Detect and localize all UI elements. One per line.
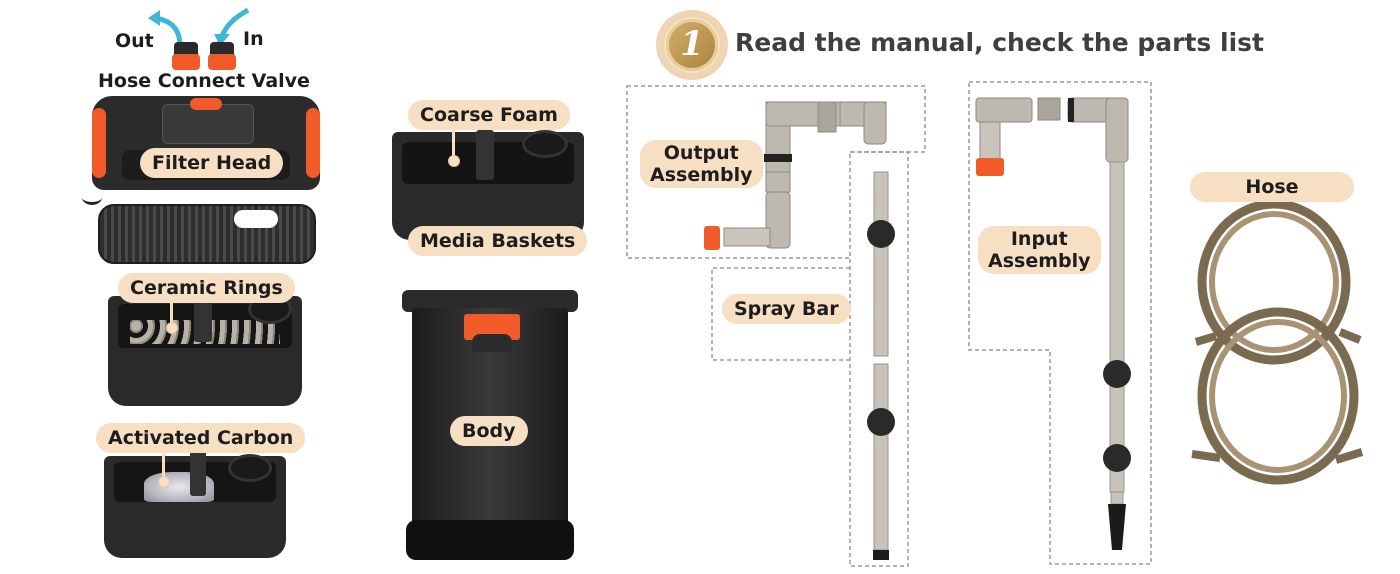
flow-in-arrow-icon bbox=[214, 7, 250, 46]
step-title: Read the manual, check the parts list bbox=[735, 28, 1264, 57]
in-label: In bbox=[243, 28, 264, 50]
ceramic-rings-pointer bbox=[170, 300, 173, 324]
activated-carbon-basket bbox=[104, 446, 286, 558]
hose-label: Hose bbox=[1190, 172, 1354, 202]
hose-coils bbox=[1191, 199, 1364, 485]
activated-carbon-label: Activated Carbon bbox=[96, 423, 306, 453]
flow-out-arrow-icon bbox=[148, 10, 183, 47]
spray-bar-label: Spray Bar bbox=[722, 294, 851, 324]
ceramic-rings-dot bbox=[166, 322, 178, 334]
body-label: Body bbox=[450, 416, 528, 446]
input-assembly bbox=[975, 97, 1131, 550]
output-assembly-label-line2: Assembly bbox=[650, 164, 753, 186]
activated-carbon-pointer bbox=[162, 451, 165, 479]
coarse-foam-label: Coarse Foam bbox=[408, 100, 570, 130]
ceramic-rings-basket bbox=[108, 290, 302, 406]
media-baskets-label: Media Baskets bbox=[408, 226, 588, 256]
output-assembly-label: Output Assembly bbox=[640, 140, 763, 188]
filter-head-handle bbox=[190, 98, 222, 110]
input-assembly-label: Input Assembly bbox=[978, 226, 1101, 274]
input-assembly-label-line1: Input bbox=[1010, 228, 1068, 250]
step-badge-icon: 1 bbox=[656, 10, 728, 80]
ceramic-rings-label: Ceramic Rings bbox=[118, 273, 295, 303]
power-cord bbox=[82, 190, 102, 205]
in-valve bbox=[208, 42, 236, 70]
filter-head-label: Filter Head bbox=[140, 148, 284, 178]
grille-plate bbox=[98, 204, 316, 264]
activated-carbon-dot bbox=[158, 476, 170, 488]
coarse-foam-basket bbox=[392, 130, 584, 240]
grille-opening bbox=[234, 210, 278, 228]
coarse-foam-dot bbox=[448, 155, 460, 167]
step-number: 1 bbox=[680, 24, 704, 64]
output-assembly bbox=[704, 101, 887, 250]
spray-bar bbox=[867, 171, 895, 560]
coarse-foam-pointer bbox=[452, 128, 455, 158]
input-assembly-label-line2: Assembly bbox=[988, 250, 1091, 272]
output-assembly-label-line1: Output bbox=[663, 142, 739, 164]
hose-connect-valve-label: Hose Connect Valve bbox=[98, 70, 310, 92]
out-label: Out bbox=[115, 30, 154, 52]
out-valve bbox=[172, 42, 200, 70]
